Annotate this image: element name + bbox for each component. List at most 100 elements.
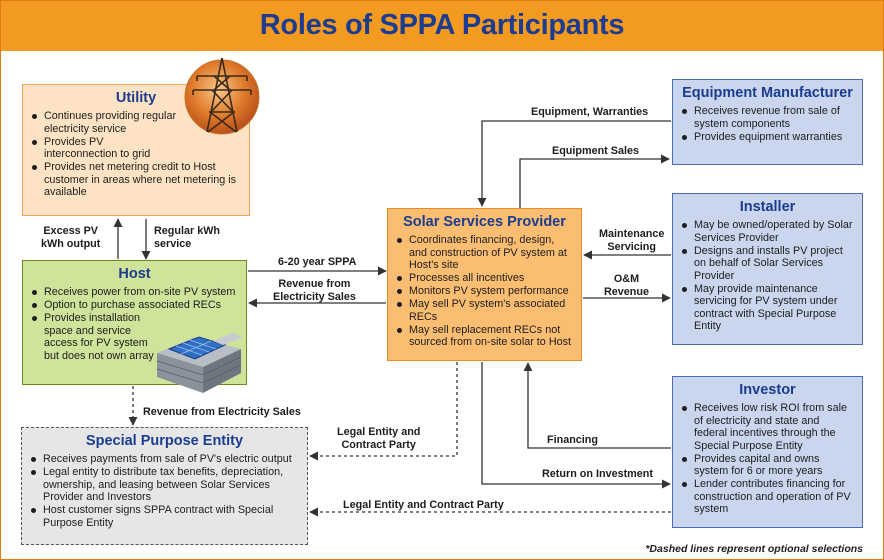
bullet-item: Receives low risk ROI from sale of elect…	[681, 402, 854, 452]
bullet-item: Provides capital and owns system for 6 o…	[681, 453, 854, 478]
solar-services-provider-box: Solar Services Provider Coordinates fina…	[387, 208, 582, 361]
bullet-dot	[397, 289, 402, 294]
investor-title: Investor	[739, 382, 796, 398]
spe-title: Special Purpose Entity	[85, 433, 244, 449]
building-with-solar-array-icon	[156, 333, 243, 393]
bullet-item: Provides PV interconnection to grid	[31, 136, 241, 161]
bullet-text: Lender contributes financing for constru…	[694, 478, 851, 515]
bullet-dot	[397, 302, 402, 307]
utility-box: Utility Continues providing regular elec…	[22, 84, 250, 216]
bullet-text: Monitors PV system performance	[409, 285, 569, 297]
bullet-item: May provide maintenance servicing for PV…	[681, 283, 854, 333]
arrow-roi	[481, 362, 671, 489]
bullet-text: Coordinates financing, design, and const…	[409, 234, 567, 271]
bullet-text: May provide maintenance servicing for PV…	[694, 282, 838, 333]
bullet-item: May sell PV system's associated RECs	[396, 298, 573, 323]
bullet-item: Host customer signs SPPA contract with S…	[30, 504, 299, 529]
bullet-item: Option to purchase associated RECs	[31, 299, 238, 312]
bullet-item: Receives payments from sale of PV's elec…	[30, 453, 299, 466]
bullet-dot	[31, 508, 36, 513]
utility-bullets: Continues providing regular electricity …	[31, 110, 241, 199]
special-purpose-entity-box: Special Purpose Entity Receives payments…	[21, 427, 308, 545]
equipment-manufacturer-box: Equipment Manufacturer Receives revenue …	[672, 79, 863, 165]
investor-box: Investor Receives low risk ROI from sale…	[672, 376, 863, 528]
bullet-text: Legal entity to distribute tax benefits,…	[43, 466, 284, 503]
label-om-revenue: O&M Revenue	[604, 273, 650, 298]
bullet-item: Legal entity to distribute tax benefits,…	[30, 466, 299, 504]
label-financing: Financing	[547, 434, 598, 446]
bullet-item: Lender contributes financing for constru…	[681, 478, 854, 516]
equipment-bullets: Receives revenue from sale of system com…	[681, 105, 854, 143]
footnote: *Dashed lines represent optional selecti…	[645, 543, 863, 555]
bullet-item: Provides equipment warranties	[681, 131, 854, 144]
bullet-text: Receives power from on-site PV system	[44, 286, 236, 298]
bullet-item: Continues providing regular electricity …	[31, 110, 241, 135]
ssp-bullets: Coordinates financing, design, and const…	[396, 234, 573, 349]
bullet-dot	[397, 276, 402, 281]
bullet-text: Continues providing regular electricity …	[44, 110, 177, 135]
bullet-text: Option to purchase associated RECs	[44, 299, 222, 311]
installer-box: Installer May be owned/operated by Solar…	[672, 193, 863, 345]
bullet-text: May sell replacement RECs not sourced fr…	[409, 323, 572, 349]
bullet-dot	[682, 286, 687, 292]
bullet-text: Provides net metering credit to Host cus…	[44, 161, 237, 198]
arrow-legal-ssp	[309, 362, 458, 461]
bullet-item: Coordinates financing, design, and const…	[396, 234, 573, 272]
bullet-dot	[32, 316, 37, 321]
bullet-text: May sell PV system's associated RECs	[409, 298, 566, 323]
bullet-dot	[397, 327, 402, 333]
bullet-dot	[682, 248, 687, 254]
bullet-dot	[32, 303, 37, 308]
bullet-dot	[32, 139, 37, 145]
bullet-dot	[397, 238, 402, 243]
title-banner: Roles of SPPA Participants	[1, 1, 883, 51]
bullet-text: Receives revenue from sale of system com…	[694, 105, 840, 130]
label-excess-pv: Excess PV kWh output	[41, 225, 101, 250]
ssp-title: Solar Services Provider	[403, 214, 566, 230]
bullet-item: Provides net metering credit to Host cus…	[31, 161, 241, 199]
bullet-dot	[682, 456, 687, 462]
bullet-dot	[682, 223, 687, 228]
bullet-dot	[32, 114, 37, 119]
label-roi: Return on Investment	[542, 468, 653, 480]
bullet-text: Receives low risk ROI from sale of elect…	[694, 402, 847, 452]
bullet-item: Designs and installs PV project on behal…	[681, 245, 854, 283]
equipment-title: Equipment Manufacturer	[682, 85, 853, 101]
host-title: Host	[118, 266, 151, 282]
bullet-text: Provides equipment warranties	[694, 130, 843, 143]
label-legal-ssp: Legal Entity and Contract Party	[337, 426, 421, 451]
label-regular-kwh: Regular kWh service	[154, 225, 220, 250]
bullet-text: Provides installation space and service …	[44, 312, 154, 362]
spe-bullets: Receives payments from sale of PV's elec…	[30, 453, 299, 529]
host-bullets: Receives power from on-site PV system Op…	[31, 286, 238, 362]
utility-title: Utility	[115, 90, 157, 106]
bullet-text: Designs and installs PV project on behal…	[694, 244, 843, 282]
label-equipment-sales: Equipment Sales	[552, 145, 639, 157]
bullet-item: Provides installation space and service …	[31, 312, 238, 362]
label-equipment-warranties: Equipment, Warranties	[531, 106, 649, 118]
power-tower-icon	[184, 57, 260, 135]
arrow-financing	[523, 362, 671, 449]
arrow-equipment-sales	[519, 154, 670, 208]
bullet-item: Monitors PV system performance	[396, 285, 573, 298]
bullet-dot	[682, 406, 687, 411]
bullet-dot	[682, 482, 687, 487]
label-revenue-elec: Revenue from Electricity Sales	[273, 278, 356, 303]
label-legal-investor: Legal Entity and Contract Party	[343, 499, 504, 511]
bullet-text: Processes all incentives	[409, 272, 525, 284]
bullet-item: Receives power from on-site PV system	[31, 286, 238, 299]
installer-bullets: May be owned/operated by Solar Services …	[681, 219, 854, 333]
bullet-dot	[31, 457, 36, 462]
bullet-text: Provides PV interconnection to grid	[44, 135, 151, 161]
bullet-item: May sell replacement RECs not sourced fr…	[396, 324, 573, 349]
bullet-item: Processes all incentives	[396, 272, 573, 285]
arrow-equipment-warranties	[477, 120, 671, 207]
bullet-text: Provides capital and owns system for 6 o…	[694, 452, 823, 478]
bullet-text: May be owned/operated by Solar Services …	[694, 219, 853, 244]
bullet-dot	[32, 290, 37, 295]
bullet-dot	[31, 470, 36, 475]
label-sppa: 6-20 year SPPA	[278, 256, 357, 268]
label-maintenance: Maintenance Servicing	[599, 228, 665, 253]
bullet-text: Receives payments from sale of PV's elec…	[43, 453, 292, 465]
